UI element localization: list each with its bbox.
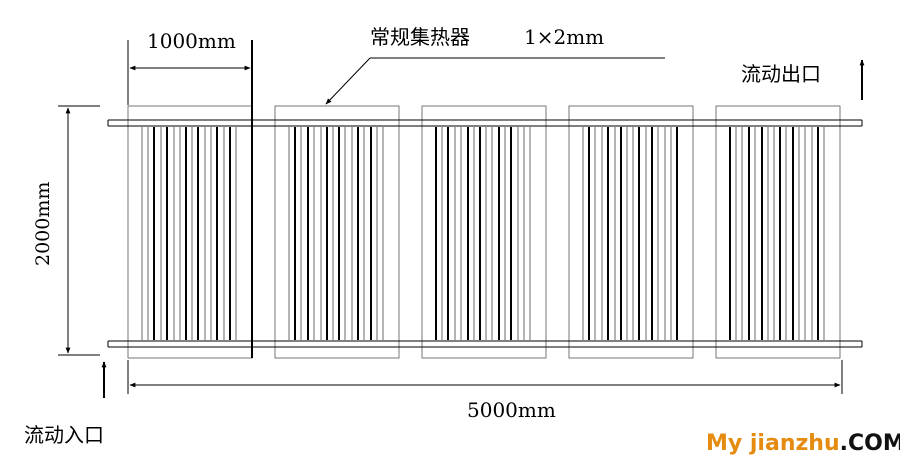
panel-width-label: 1000mm bbox=[147, 29, 236, 53]
watermark-part2: .COM bbox=[839, 431, 900, 456]
height-label: 2000mm bbox=[32, 182, 54, 266]
watermark-logo: My jianzhu.COM bbox=[706, 431, 900, 456]
collector-frame bbox=[421, 105, 547, 359]
total-width-label: 5000mm bbox=[467, 398, 556, 422]
collector-panel bbox=[127, 105, 253, 359]
collector-frame bbox=[715, 105, 841, 359]
collector-frame bbox=[568, 105, 694, 359]
collector-panels bbox=[127, 105, 841, 359]
collector-leader-line bbox=[325, 57, 665, 105]
collector-panel bbox=[421, 105, 547, 359]
collector-size-label: 1×2mm bbox=[524, 25, 604, 49]
collector-panel bbox=[274, 105, 400, 359]
collector-frame bbox=[127, 105, 253, 359]
watermark-part1: My jianzhu bbox=[706, 431, 840, 456]
bottom-header-pipe bbox=[107, 340, 863, 348]
total-width-dimension bbox=[127, 360, 843, 394]
top-header-pipe bbox=[107, 119, 863, 127]
panel-width-dimension bbox=[127, 40, 253, 358]
collector-panel bbox=[568, 105, 694, 359]
collector-frame bbox=[274, 105, 400, 359]
height-dimension bbox=[58, 105, 100, 356]
inlet-label: 流动入口 bbox=[24, 423, 104, 447]
collector-type-label: 常规集热器 bbox=[370, 25, 470, 49]
collector-panel bbox=[715, 105, 841, 359]
outlet-label: 流动出口 bbox=[741, 62, 821, 86]
